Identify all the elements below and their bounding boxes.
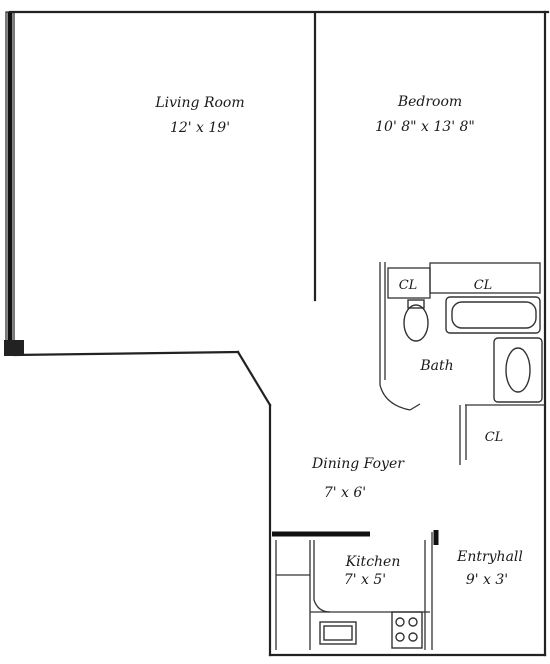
bath-sink-icon (493, 337, 543, 403)
bathtub-icon (445, 296, 541, 334)
bath-closet-label: CL (399, 278, 418, 293)
exterior-walls (4, 10, 550, 657)
dining-foyer-label: Dining Foyer (311, 456, 405, 472)
dining-foyer-dimensions: 7' x 6' (324, 485, 366, 501)
fixtures (319, 296, 543, 649)
kitchen-sink-icon (319, 621, 357, 645)
kitchen-label: Kitchen (345, 554, 401, 570)
interior-walls (272, 12, 545, 650)
bedroom-closet-label: CL (474, 278, 493, 293)
foyer-closet-label: CL (485, 430, 504, 445)
stove-icon (391, 611, 423, 649)
living-room-dimensions: 12' x 19' (170, 120, 230, 136)
kitchen-dimensions: 7' x 5' (344, 572, 386, 588)
bedroom-label: Bedroom (397, 94, 462, 110)
entryhall-dimensions: 9' x 3' (466, 572, 508, 588)
entryhall-label: Entryhall (456, 549, 523, 565)
bedroom-dimensions: 10' 8" x 13' 8" (375, 119, 475, 135)
living-room-label: Living Room (154, 95, 244, 111)
bath-label: Bath (419, 358, 453, 374)
toilet-icon (403, 304, 429, 342)
